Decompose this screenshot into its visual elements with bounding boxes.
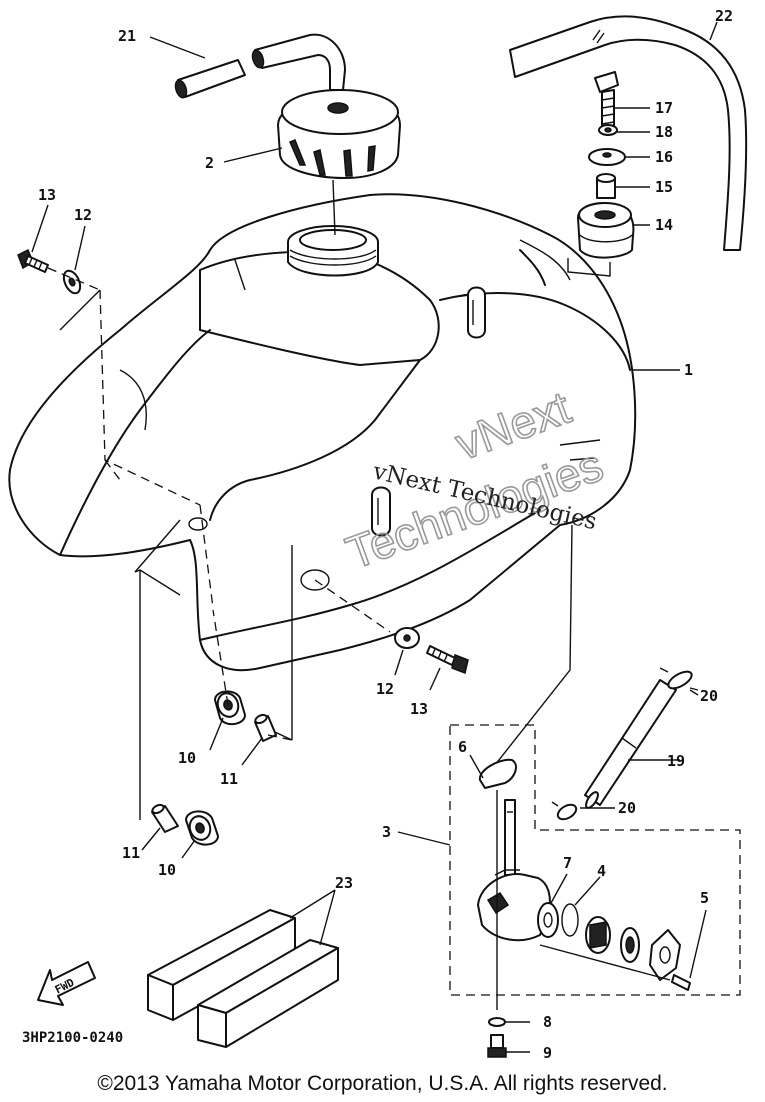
clip-20-upper[interactable] xyxy=(659,667,699,692)
collar-15[interactable] xyxy=(596,173,616,199)
callout-15: 15 xyxy=(655,178,673,196)
bolt-17[interactable] xyxy=(594,71,619,133)
breather-hose[interactable] xyxy=(173,33,346,99)
clip-20-lower[interactable] xyxy=(551,801,579,822)
callout-21: 21 xyxy=(118,27,136,45)
collar-11-lower[interactable] xyxy=(151,803,179,833)
washer-8[interactable] xyxy=(488,1017,506,1027)
damper-10-upper[interactable] xyxy=(214,690,246,726)
callout-10-lower: 10 xyxy=(158,861,176,879)
callout-20-upper: 20 xyxy=(700,687,718,705)
callout-17: 17 xyxy=(655,99,673,117)
callout-10-upper: 10 xyxy=(178,749,196,767)
callout-13-lower: 13 xyxy=(410,700,428,718)
callout-4: 4 xyxy=(597,862,606,880)
callout-5: 5 xyxy=(700,889,709,907)
fuel-cap[interactable] xyxy=(277,89,401,236)
fuel-cock[interactable] xyxy=(477,758,691,991)
callout-22: 22 xyxy=(715,7,733,25)
bolt-13-upper[interactable] xyxy=(17,248,49,273)
callout-7: 7 xyxy=(563,854,572,872)
callout-18: 18 xyxy=(655,123,673,141)
copyright-notice: ©2013 Yamaha Motor Corporation, U.S.A. A… xyxy=(97,1072,668,1095)
callout-14: 14 xyxy=(655,216,673,234)
callout-12-lower: 12 xyxy=(376,680,394,698)
collar-11-upper[interactable] xyxy=(254,713,277,742)
callout-9: 9 xyxy=(543,1044,552,1062)
callout-1: 1 xyxy=(684,361,693,379)
damper-14[interactable] xyxy=(577,202,635,259)
callout-13-upper: 13 xyxy=(38,186,56,204)
callout-20-lower: 20 xyxy=(618,799,636,817)
callout-8: 8 xyxy=(543,1013,552,1031)
leader-lines xyxy=(31,21,718,1053)
callout-6: 6 xyxy=(458,738,467,756)
diagram-code: 3HP2100-0240 xyxy=(22,1030,123,1046)
pad-23-lower[interactable] xyxy=(197,939,339,1048)
fuel-tank[interactable] xyxy=(8,193,637,672)
damper-10-lower[interactable] xyxy=(185,810,219,846)
fuel-hose-19[interactable] xyxy=(584,679,677,810)
callout-16: 16 xyxy=(655,148,673,166)
callout-19: 19 xyxy=(667,752,685,770)
callout-11-upper: 11 xyxy=(220,770,238,788)
callout-12-upper: 12 xyxy=(74,206,92,224)
washer-18[interactable] xyxy=(598,124,618,136)
callout-11-lower: 11 xyxy=(122,844,140,862)
bolt-13-lower[interactable] xyxy=(426,645,469,675)
callout-numbers: 21 2 13 12 22 17 18 16 15 14 1 12 13 10 … xyxy=(38,7,733,1062)
callout-3: 3 xyxy=(382,823,391,841)
washer-16[interactable] xyxy=(588,148,626,166)
callout-2: 2 xyxy=(205,154,214,172)
tank-band-22[interactable] xyxy=(509,15,748,251)
callout-23: 23 xyxy=(335,874,353,892)
fwd-arrow-icon: FWD xyxy=(37,961,96,1006)
drain-bolt-9[interactable] xyxy=(487,1034,507,1058)
pad-23-upper[interactable] xyxy=(147,909,296,1021)
grommet-12-lower[interactable] xyxy=(394,627,420,649)
